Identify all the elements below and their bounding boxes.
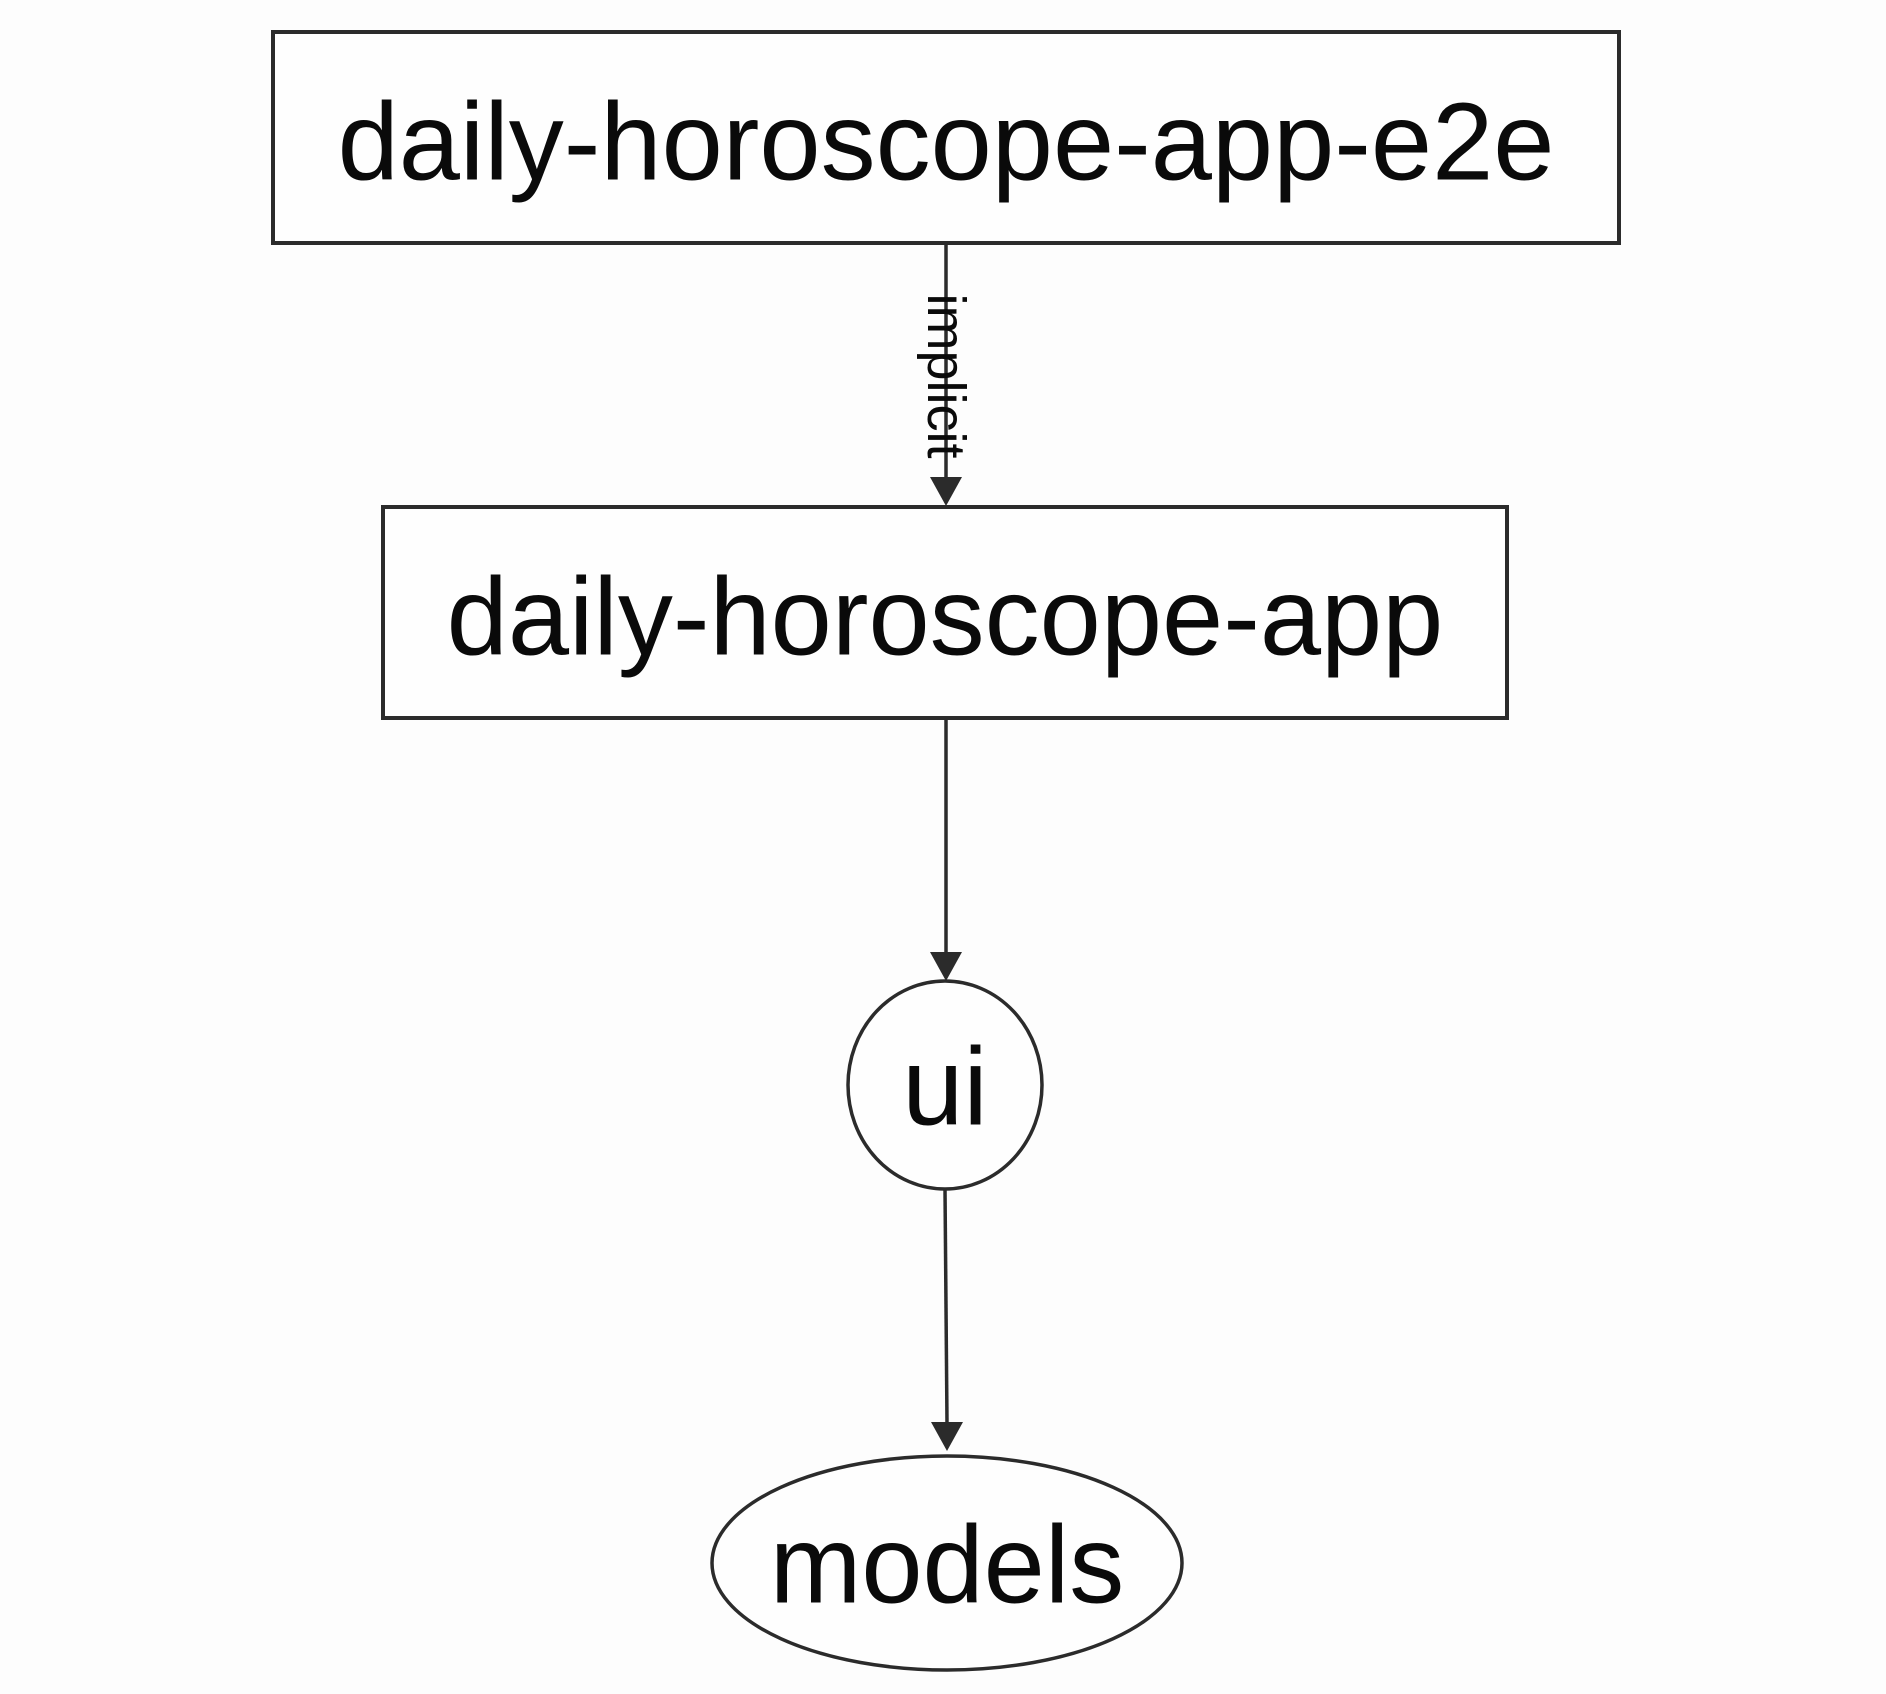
node-daily-horoscope-app[interactable]: daily-horoscope-app [381,505,1509,720]
node-ui[interactable]: ui [846,979,1044,1191]
node-box-daily-horoscope-app[interactable] [381,505,1509,720]
node-models[interactable]: models [710,1454,1184,1672]
edge-line [943,1188,949,1424]
node-label-ui: ui [902,1026,988,1149]
node-circle-ui[interactable] [846,979,1044,1191]
edge-app-to-ui [930,718,962,981]
arrowhead-icon [931,1422,963,1451]
edge-ui-to-models [931,1188,963,1451]
edge-label-implicit: implicit [916,293,976,458]
node-label-daily-horoscope-app: daily-horoscope-app [447,556,1444,679]
node-ellipse-models[interactable] [710,1454,1184,1672]
node-box-daily-horoscope-app-e2e[interactable] [271,30,1621,245]
node-label-daily-horoscope-app-e2e: daily-horoscope-app-e2e [338,81,1555,204]
arrowhead-icon [930,477,962,506]
node-daily-horoscope-app-e2e[interactable]: daily-horoscope-app-e2e [271,30,1621,245]
node-label-models: models [770,1504,1125,1627]
edge-e2e-to-app: implicit [916,243,976,506]
arrowhead-icon [930,952,962,981]
